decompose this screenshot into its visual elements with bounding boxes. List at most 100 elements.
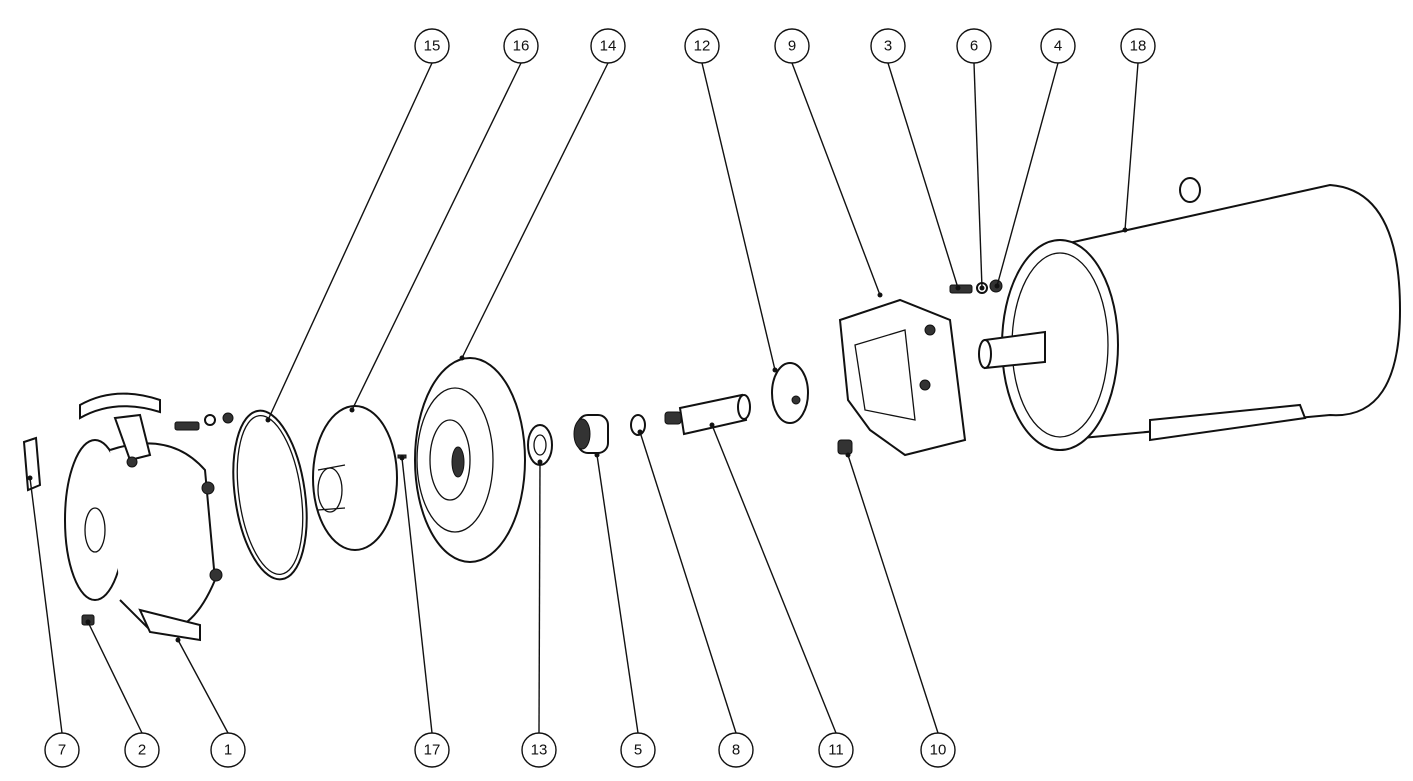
casing xyxy=(64,392,223,642)
callout-label: 5 xyxy=(634,742,642,759)
leader-arrow-12 xyxy=(772,367,778,373)
callout-17: 17 xyxy=(414,732,450,768)
casing-bolts xyxy=(174,412,234,431)
callout-3: 3 xyxy=(870,28,906,64)
callout-label: 17 xyxy=(424,742,441,759)
callout-2: 2 xyxy=(124,732,160,768)
callout-bubble xyxy=(124,732,160,768)
callout-bubble xyxy=(1120,28,1156,64)
callout-13: 13 xyxy=(521,732,557,768)
leader-line-2 xyxy=(87,621,143,734)
leader-arrow-6 xyxy=(979,285,985,291)
callout-bubble xyxy=(718,732,754,768)
callout-bubble xyxy=(684,28,720,64)
leader-arrow-7 xyxy=(27,475,33,481)
callout-8: 8 xyxy=(718,732,754,768)
leader-line-13 xyxy=(538,461,541,734)
callout-bubble xyxy=(503,28,539,64)
callout-label: 18 xyxy=(1130,38,1147,55)
leader-arrow-17 xyxy=(399,455,405,461)
leader-arrow-14 xyxy=(459,355,465,361)
leader-arrow-13 xyxy=(537,459,543,465)
leader-line-16 xyxy=(351,62,522,411)
leader-line-9 xyxy=(791,62,881,296)
leader-arrow-2 xyxy=(85,619,91,625)
callout-label: 7 xyxy=(58,742,66,759)
leader-line-17 xyxy=(401,457,433,734)
callout-16: 16 xyxy=(503,28,539,64)
callout-9: 9 xyxy=(774,28,810,64)
leader-line-11 xyxy=(711,424,837,734)
callout-bubble xyxy=(44,732,80,768)
leader-line-8 xyxy=(639,431,737,734)
callout-label: 15 xyxy=(424,38,441,55)
callout-label: 16 xyxy=(513,38,530,55)
leader-arrow-5 xyxy=(594,452,600,458)
leader-line-1 xyxy=(177,639,229,734)
callout-label: 6 xyxy=(970,38,978,55)
callout-bubble xyxy=(920,732,956,768)
callout-label: 13 xyxy=(531,742,548,759)
callout-11: 11 xyxy=(818,732,854,768)
callout-label: 10 xyxy=(930,742,947,759)
callout-bubble xyxy=(956,28,992,64)
callout-label: 14 xyxy=(600,38,617,55)
leader-arrow-9 xyxy=(877,292,883,298)
callout-label: 4 xyxy=(1054,38,1062,55)
callout-bubble xyxy=(590,28,626,64)
leader-arrow-16 xyxy=(349,407,355,413)
leader-line-18 xyxy=(1124,62,1139,231)
callout-bubble xyxy=(521,732,557,768)
callout-15: 15 xyxy=(414,28,450,64)
nameplate xyxy=(22,436,42,492)
callout-label: 1 xyxy=(224,742,232,759)
leader-line-3 xyxy=(887,62,959,289)
callout-bubble xyxy=(870,28,906,64)
leader-line-4 xyxy=(996,62,1059,287)
slinger xyxy=(771,362,809,424)
mechanical-seal xyxy=(573,414,609,454)
callout-bubble xyxy=(414,732,450,768)
callout-label: 2 xyxy=(138,742,146,759)
gasket xyxy=(527,424,553,466)
leader-arrow-8 xyxy=(637,429,643,435)
callout-label: 8 xyxy=(732,742,740,759)
leader-arrow-3 xyxy=(955,285,961,291)
shaft-sleeve xyxy=(664,393,751,436)
leader-arrow-18 xyxy=(1122,227,1128,233)
callout-18: 18 xyxy=(1120,28,1156,64)
callout-4: 4 xyxy=(1040,28,1076,64)
impeller xyxy=(312,405,398,551)
callout-bubble xyxy=(620,732,656,768)
callout-12: 12 xyxy=(684,28,720,64)
callout-7: 7 xyxy=(44,732,80,768)
leader-line-5 xyxy=(596,454,639,734)
bolt xyxy=(837,439,853,455)
leader-line-10 xyxy=(847,454,939,734)
callout-bubble xyxy=(1040,28,1076,64)
leader-arrow-4 xyxy=(994,283,1000,289)
leader-line-6 xyxy=(973,62,983,289)
callout-bubble xyxy=(210,732,246,768)
callout-6: 6 xyxy=(956,28,992,64)
leader-arrow-1 xyxy=(175,637,181,643)
leader-arrow-11 xyxy=(709,422,715,428)
leader-line-14 xyxy=(461,62,609,359)
callout-14: 14 xyxy=(590,28,626,64)
callout-label: 11 xyxy=(828,742,844,759)
leader-line-12 xyxy=(701,62,776,371)
leader-arrow-15 xyxy=(265,417,271,423)
callout-5: 5 xyxy=(620,732,656,768)
callout-label: 9 xyxy=(788,38,796,55)
callout-1: 1 xyxy=(210,732,246,768)
callout-10: 10 xyxy=(920,732,956,768)
leader-line-7 xyxy=(29,477,63,734)
callout-bubble xyxy=(414,28,450,64)
o-ring xyxy=(232,409,308,581)
callout-bubble xyxy=(774,28,810,64)
motor xyxy=(978,177,1402,451)
leader-arrow-10 xyxy=(845,452,851,458)
leader-line-15 xyxy=(267,62,433,421)
